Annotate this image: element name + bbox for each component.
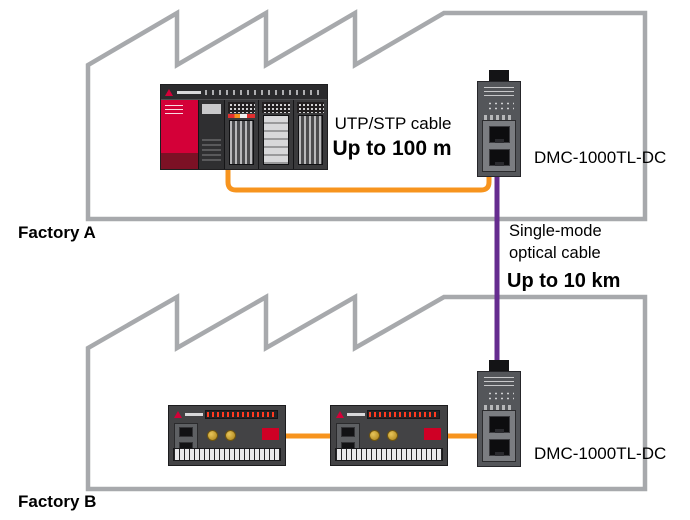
logo-triangle [174,411,182,418]
rj45-port [341,426,355,437]
rotary-switch [369,430,380,441]
rotary-switch [225,430,236,441]
factory-a-label: Factory A [18,223,96,242]
terminal-strip [173,448,281,461]
switch-led-row [367,410,440,419]
brand-text-bar [177,90,201,94]
factory-a-outline [85,9,648,222]
plc-terminal-block [297,115,323,165]
mitsubishi-logo-icon [336,411,365,418]
optical-cable-label: Single-mode optical cable [509,220,602,264]
din-rail-tab [489,360,509,371]
optical-cable-label-line2: optical cable [509,244,601,262]
factory-b-label: Factory B [18,492,97,511]
red-tag [262,428,279,440]
converter-top-label: DMC-1000TL-DC [534,148,667,167]
brand-text-bar [185,413,203,416]
rj45-port [488,438,510,456]
din-rail-tab [489,70,509,81]
rj45-port [179,426,193,437]
plc-cpu-module [199,100,225,169]
optical-distance-label: Up to 10 km [507,270,621,292]
rj45-port [488,126,510,144]
plc-indicator-row [228,114,256,118]
switch-led-row [205,410,278,419]
optical-cable-label-line1: Single-mode [509,222,602,240]
module-markings [205,89,323,95]
utp-distance-label: Up to 100 m [332,137,452,160]
plc-led-block [228,102,256,113]
rj45-port-panel [482,410,516,462]
vent-dots [486,100,514,111]
plc-led-block [262,102,290,113]
media-converter-body [477,81,521,177]
utp-cable-label: UTP/STP cable [334,114,452,133]
rj45-port [488,416,510,434]
utp-cable-line [225,166,492,193]
plc-terminal-block [229,120,255,165]
converter-print [484,87,514,96]
brand-text-bar [347,413,365,416]
ethernet-switch-device-2 [330,405,448,466]
factory-b-outline [85,293,648,492]
plc-power-terminals [161,153,198,169]
media-converter-device-top [477,70,521,177]
rotary-switch [207,430,218,441]
mitsubishi-logo-icon [174,411,203,418]
media-converter-body [477,371,521,467]
vent-dots [486,390,514,401]
plc-device [160,84,328,170]
plc-io-module-3 [294,100,327,169]
converter-bottom-label: DMC-1000TL-DC [534,444,667,463]
ethernet-switch-device-1 [168,405,286,466]
logo-triangle [336,411,344,418]
plc-power-module [161,100,199,169]
plc-top-strip [161,85,327,100]
plc-led-block [296,102,324,113]
rotary-switch [387,430,398,441]
terminal-strip [335,448,443,461]
converter-print [484,377,514,386]
media-converter-device-bottom [477,360,521,467]
plc-power-face [161,100,198,153]
mitsubishi-logo-icon [165,88,173,96]
plc-io-module-1 [225,100,260,169]
converter-print [484,405,514,410]
red-tag [424,428,441,440]
rj45-port [488,148,510,166]
converter-print [484,115,514,120]
plc-connector-block [263,115,289,165]
rj45-port-panel [482,120,516,172]
plc-io-module-2 [259,100,294,169]
plc-modules [161,100,327,169]
